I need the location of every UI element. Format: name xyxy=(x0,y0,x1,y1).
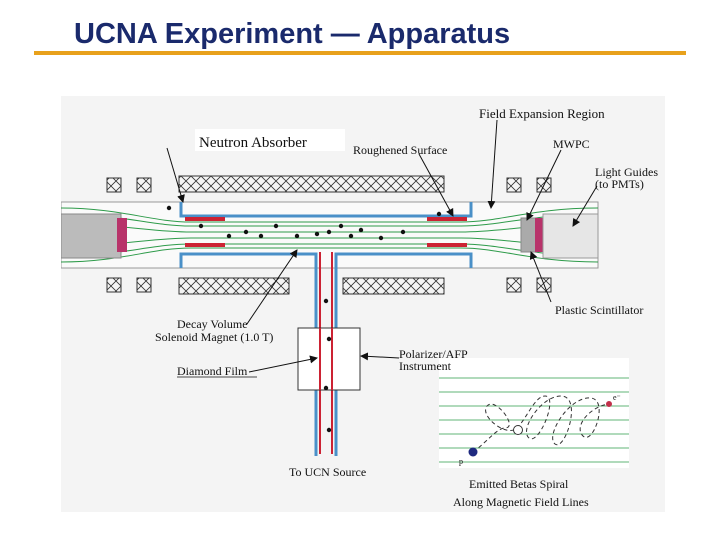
slide-title: UCNA Experiment — Apparatus xyxy=(74,18,511,50)
right-scintillator xyxy=(535,218,543,252)
label-polarizer-2: Instrument xyxy=(399,359,452,373)
light-guides xyxy=(542,213,599,259)
neutron-dots xyxy=(166,205,442,433)
solenoid-coils-bottom xyxy=(106,277,552,295)
left-detector xyxy=(61,213,122,259)
solenoid-coils-top xyxy=(106,175,552,193)
neutron-inset-dot xyxy=(513,425,523,435)
label-ucn-source: To UCN Source xyxy=(289,465,366,479)
label-emitted-betas-1: Emitted Betas Spiral xyxy=(469,477,569,491)
leader-lines xyxy=(166,119,598,373)
label-roughened-surface: Roughened Surface xyxy=(353,143,447,157)
label-mwpc: MWPC xyxy=(553,137,590,151)
label-field-expansion: Field Expansion Region xyxy=(479,106,605,121)
apparatus-svg: p e⁻ Field Expansion Region Neutron Abso… xyxy=(61,106,658,509)
label-diamond-film: Diamond Film xyxy=(177,364,248,378)
neutron-absorbers xyxy=(185,217,467,247)
inset-field-lines xyxy=(439,377,629,463)
label-light-guides-2: (to PMTs) xyxy=(595,177,644,191)
title-underline xyxy=(34,51,686,55)
proton-dot xyxy=(468,447,478,457)
apparatus-diagram: p e⁻ Field Expansion Region Neutron Abso… xyxy=(61,96,665,512)
label-decay-volume: Decay Volume xyxy=(177,317,248,331)
label-solenoid-magnet: Solenoid Magnet (1.0 T) xyxy=(155,330,273,344)
label-emitted-betas-2: Along Magnetic Field Lines xyxy=(453,495,589,509)
bore-tube xyxy=(61,201,599,269)
right-mwpc xyxy=(520,217,538,253)
electron-label: e⁻ xyxy=(613,393,621,402)
left-scintillator xyxy=(117,218,127,252)
label-bg-neutron-absorber xyxy=(195,129,345,151)
label-neutron-absorber: Neutron Absorber xyxy=(199,135,307,151)
proton-label: p xyxy=(459,457,463,466)
label-light-guides-1: Light Guides xyxy=(595,165,658,179)
label-plastic-scintillator: Plastic Scintillator xyxy=(555,303,643,317)
electron-dot xyxy=(606,401,612,407)
electron-spiral xyxy=(472,395,610,453)
label-polarizer-1: Polarizer/AFP xyxy=(399,347,468,361)
spiral-inset: p e⁻ xyxy=(439,358,629,468)
